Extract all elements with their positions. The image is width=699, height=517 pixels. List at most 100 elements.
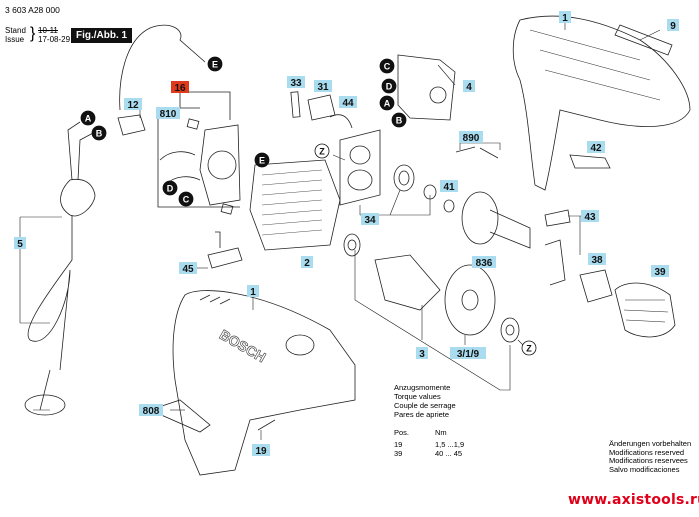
part-33	[290, 91, 301, 118]
part-label-4: 4	[463, 80, 475, 93]
torque-header-row: Pos. Nm	[394, 428, 464, 437]
svg-text:C: C	[384, 62, 391, 72]
torque-pos: 19	[394, 440, 403, 449]
connector-marker-d: D	[162, 180, 178, 196]
figure-label: Fig./Abb. 1	[71, 28, 133, 43]
label-highlight	[252, 444, 270, 456]
part-label-31: 31	[314, 80, 332, 93]
chuck-part-39	[614, 282, 676, 338]
part-number: 34	[364, 215, 376, 226]
part-number: 31	[317, 82, 329, 93]
part-number: 836	[476, 258, 493, 269]
part-number: 810	[160, 109, 177, 120]
part-number: 19	[255, 446, 267, 457]
part-number: 43	[584, 212, 596, 223]
issue-date: 17-08-29	[38, 35, 71, 44]
torque-title-en: Torque values	[394, 392, 441, 401]
cord-clamp-12	[117, 114, 146, 136]
part-number: 41	[443, 182, 455, 193]
brush-holder-plate	[199, 124, 241, 206]
insulator-part-9	[614, 24, 673, 56]
spindle-part-38	[579, 269, 613, 303]
part-label-810: 810	[156, 107, 180, 120]
gear-part-836	[461, 191, 499, 245]
brush-part-45	[207, 247, 243, 269]
screw-part-890	[455, 146, 499, 159]
label-highlight	[361, 213, 379, 225]
col-nm: Nm	[435, 428, 447, 437]
col-pos: Pos.	[394, 428, 410, 437]
bearing-right	[500, 317, 520, 343]
label-highlight	[301, 256, 313, 268]
torque-nm: 1,5 ...1,9	[435, 440, 465, 449]
label-highlight	[171, 81, 189, 93]
part-label-1: 1	[247, 285, 259, 298]
brace: }	[30, 25, 36, 42]
armature-fan	[444, 264, 496, 336]
label-highlight	[588, 253, 606, 265]
connector-marker-e: E	[207, 56, 223, 72]
torque-title-es: Pares de apriete	[394, 410, 450, 419]
part-number: 39	[654, 267, 666, 278]
part-label-5: 5	[14, 237, 26, 250]
label-highlight	[314, 80, 332, 92]
part-number: 44	[342, 98, 354, 109]
part-label-890: 890	[459, 131, 483, 144]
label-highlight	[339, 96, 357, 108]
screw-part-19	[257, 419, 276, 431]
part-number: 12	[127, 100, 139, 111]
part-number: 45	[182, 264, 194, 275]
svg-text:C: C	[183, 195, 190, 205]
part-number: 5	[17, 239, 23, 250]
power-cord	[60, 178, 96, 217]
part-label-33: 33	[287, 76, 305, 89]
part-number: 3/1/9	[457, 349, 480, 360]
part-label-44: 44	[339, 96, 357, 109]
lever-part-43	[544, 209, 571, 227]
stand-label: Stand	[5, 26, 26, 35]
part-number: 16	[174, 83, 186, 94]
housing-half-rear	[512, 15, 691, 191]
part-number: 2	[304, 258, 310, 269]
part-label-836: 836	[472, 256, 496, 269]
part-label-9: 9	[667, 19, 679, 32]
part-label-1: 1	[559, 11, 571, 24]
torque-nm: 40 ... 45	[435, 449, 463, 458]
label-highlight	[587, 141, 605, 153]
connector-marker-a: A	[80, 110, 96, 126]
brand-logo: BOSCH	[217, 326, 269, 365]
part-label-12: 12	[124, 98, 142, 111]
label-highlight	[416, 347, 428, 359]
housing-half-front	[172, 290, 356, 476]
connector-marker-c: C	[178, 191, 194, 207]
part-number: 33	[290, 78, 302, 89]
part-label-16: 16	[171, 81, 189, 94]
part-number: 9	[670, 21, 676, 32]
notice-line: Salvo modificaciones	[609, 464, 680, 474]
modifications-notice: Änderungen vorbehalten Modifications res…	[609, 439, 691, 474]
watermark-link[interactable]: www.axistools.ru	[568, 492, 699, 508]
cable-lead	[119, 24, 206, 111]
label-highlight	[247, 285, 259, 297]
torque-row: 39 40 ... 45	[394, 449, 464, 458]
svg-text:Z: Z	[319, 147, 325, 157]
torque-row: 19 1,5 ...1,9	[394, 440, 464, 449]
stand-date: 10-11	[38, 26, 58, 35]
label-highlight	[450, 347, 486, 359]
svg-text:E: E	[212, 60, 218, 70]
label-highlight	[651, 265, 669, 277]
part-number: 42	[590, 143, 602, 154]
part-number: 1	[250, 287, 256, 298]
torque-pos: 39	[394, 449, 403, 458]
part-label-2: 2	[301, 256, 313, 269]
bearing-34-a	[393, 164, 415, 192]
notice-line: Modifications reserved	[609, 447, 685, 457]
connector-marker-b: B	[91, 125, 107, 141]
part-label-42: 42	[587, 141, 605, 154]
armature-part-3	[374, 254, 441, 311]
notice-line: Modifications reservees	[609, 456, 688, 466]
bearing-41	[443, 199, 455, 213]
part-number: 3	[419, 349, 425, 360]
connector-marker-a: A	[379, 95, 395, 111]
connector-marker-b: B	[391, 112, 407, 128]
